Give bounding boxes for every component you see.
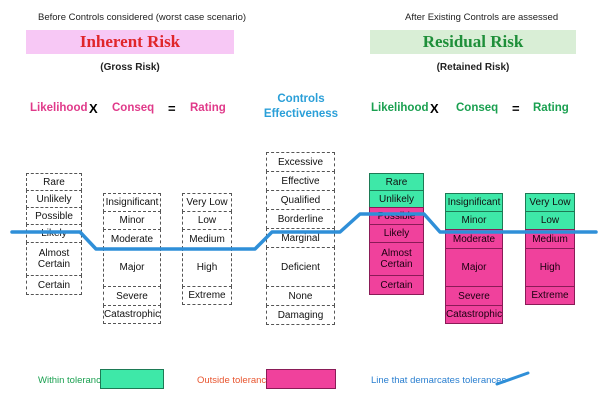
left-likelihood-column: Rare Unlikely Possible Likely Almost Cer… [26,173,82,295]
formula-right-equals: = [512,101,520,116]
left-likelihood-unlikely: Unlikely [26,190,82,208]
controls-borderline: Borderline [266,209,335,229]
right-rating-extreme: Extreme [525,286,575,305]
formula-left-rating: Rating [190,102,226,114]
right-rating-low: Low [525,211,575,230]
legend-within-swatch [100,369,164,389]
formula-right-rating: Rating [533,102,569,114]
legend-outside-label: Outside tolerance [197,375,272,386]
left-rating-medium: Medium [182,229,232,249]
before-caption: Before Controls considered (worst case s… [38,12,247,23]
left-conseq-major: Major [103,248,161,287]
right-likelihood-certain: Certain [369,275,424,295]
left-rating-column: Very Low Low Medium High Extreme [182,193,232,305]
right-rating-column: Very Low Low Medium High Extreme [525,193,575,305]
residual-risk-subtitle: (Retained Risk) [436,62,510,73]
inherent-risk-subtitle: (Gross Risk) [100,62,160,73]
right-likelihood-rare: Rare [369,173,424,191]
formula-left-conseq: Conseq [112,102,155,114]
right-likelihood-possible: Possible [369,207,424,225]
right-conseq-severe: Severe [445,286,503,306]
legend-within-label: Within tolerance [38,375,107,386]
left-conseq-minor: Minor [103,211,161,230]
controls-heading-line2: Effectiveness [263,108,339,120]
left-likelihood-possible: Possible [26,207,82,225]
left-conseq-severe: Severe [103,286,161,306]
formula-right-likelihood: Likelihood [371,102,429,114]
left-rating-very-low: Very Low [182,193,232,212]
right-conseq-minor: Minor [445,211,503,230]
right-conseq-insignificant: Insignificant [445,193,503,212]
left-conseq-insignificant: Insignificant [103,193,161,212]
inherent-risk-banner: Inherent Risk [26,30,234,54]
right-likelihood-almost-certain: Almost Certain [369,242,424,276]
right-conseq-catastrophic: Catastrophic [445,305,503,324]
right-rating-medium: Medium [525,229,575,249]
after-caption: After Existing Controls are assessed [405,12,559,23]
left-conseq-moderate: Moderate [103,229,161,249]
controls-none: None [266,286,335,306]
controls-effectiveness-column: Excessive Effective Qualified Borderline… [266,152,335,325]
right-conseq-column: Insignificant Minor Moderate Major Sever… [445,193,503,324]
right-likelihood-unlikely: Unlikely [369,190,424,208]
controls-effective: Effective [266,171,335,191]
left-conseq-catastrophic: Catastrophic [103,305,161,324]
formula-left-multiply: X [89,101,98,116]
left-likelihood-certain: Certain [26,275,82,295]
legend-outside-swatch [266,369,336,389]
controls-excessive: Excessive [266,152,335,172]
left-likelihood-rare: Rare [26,173,82,191]
right-rating-very-low: Very Low [525,193,575,212]
left-likelihood-likely: Likely [26,224,82,243]
formula-right-conseq: Conseq [456,102,499,114]
controls-marginal: Marginal [266,228,335,248]
left-rating-high: High [182,248,232,287]
formula-left-likelihood: Likelihood [30,102,88,114]
controls-damaging: Damaging [266,305,335,325]
right-likelihood-likely: Likely [369,224,424,243]
controls-effectiveness-heading: Controls Effectiveness [262,92,340,122]
right-rating-high: High [525,248,575,287]
controls-deficient: Deficient [266,247,335,287]
legend-line-label: Line that demarcates tolerances [371,375,507,386]
left-conseq-column: Insignificant Minor Moderate Major Sever… [103,193,161,324]
formula-left-equals: = [168,101,176,116]
left-rating-extreme: Extreme [182,286,232,305]
right-conseq-moderate: Moderate [445,229,503,249]
controls-qualified: Qualified [266,190,335,210]
left-likelihood-almost-certain: Almost Certain [26,242,82,276]
right-conseq-major: Major [445,248,503,287]
controls-heading-line1: Controls [277,93,325,105]
formula-right-multiply: X [430,101,439,116]
right-likelihood-column: Rare Unlikely Possible Likely Almost Cer… [369,173,424,295]
residual-risk-banner: Residual Risk [370,30,576,54]
left-rating-low: Low [182,211,232,230]
